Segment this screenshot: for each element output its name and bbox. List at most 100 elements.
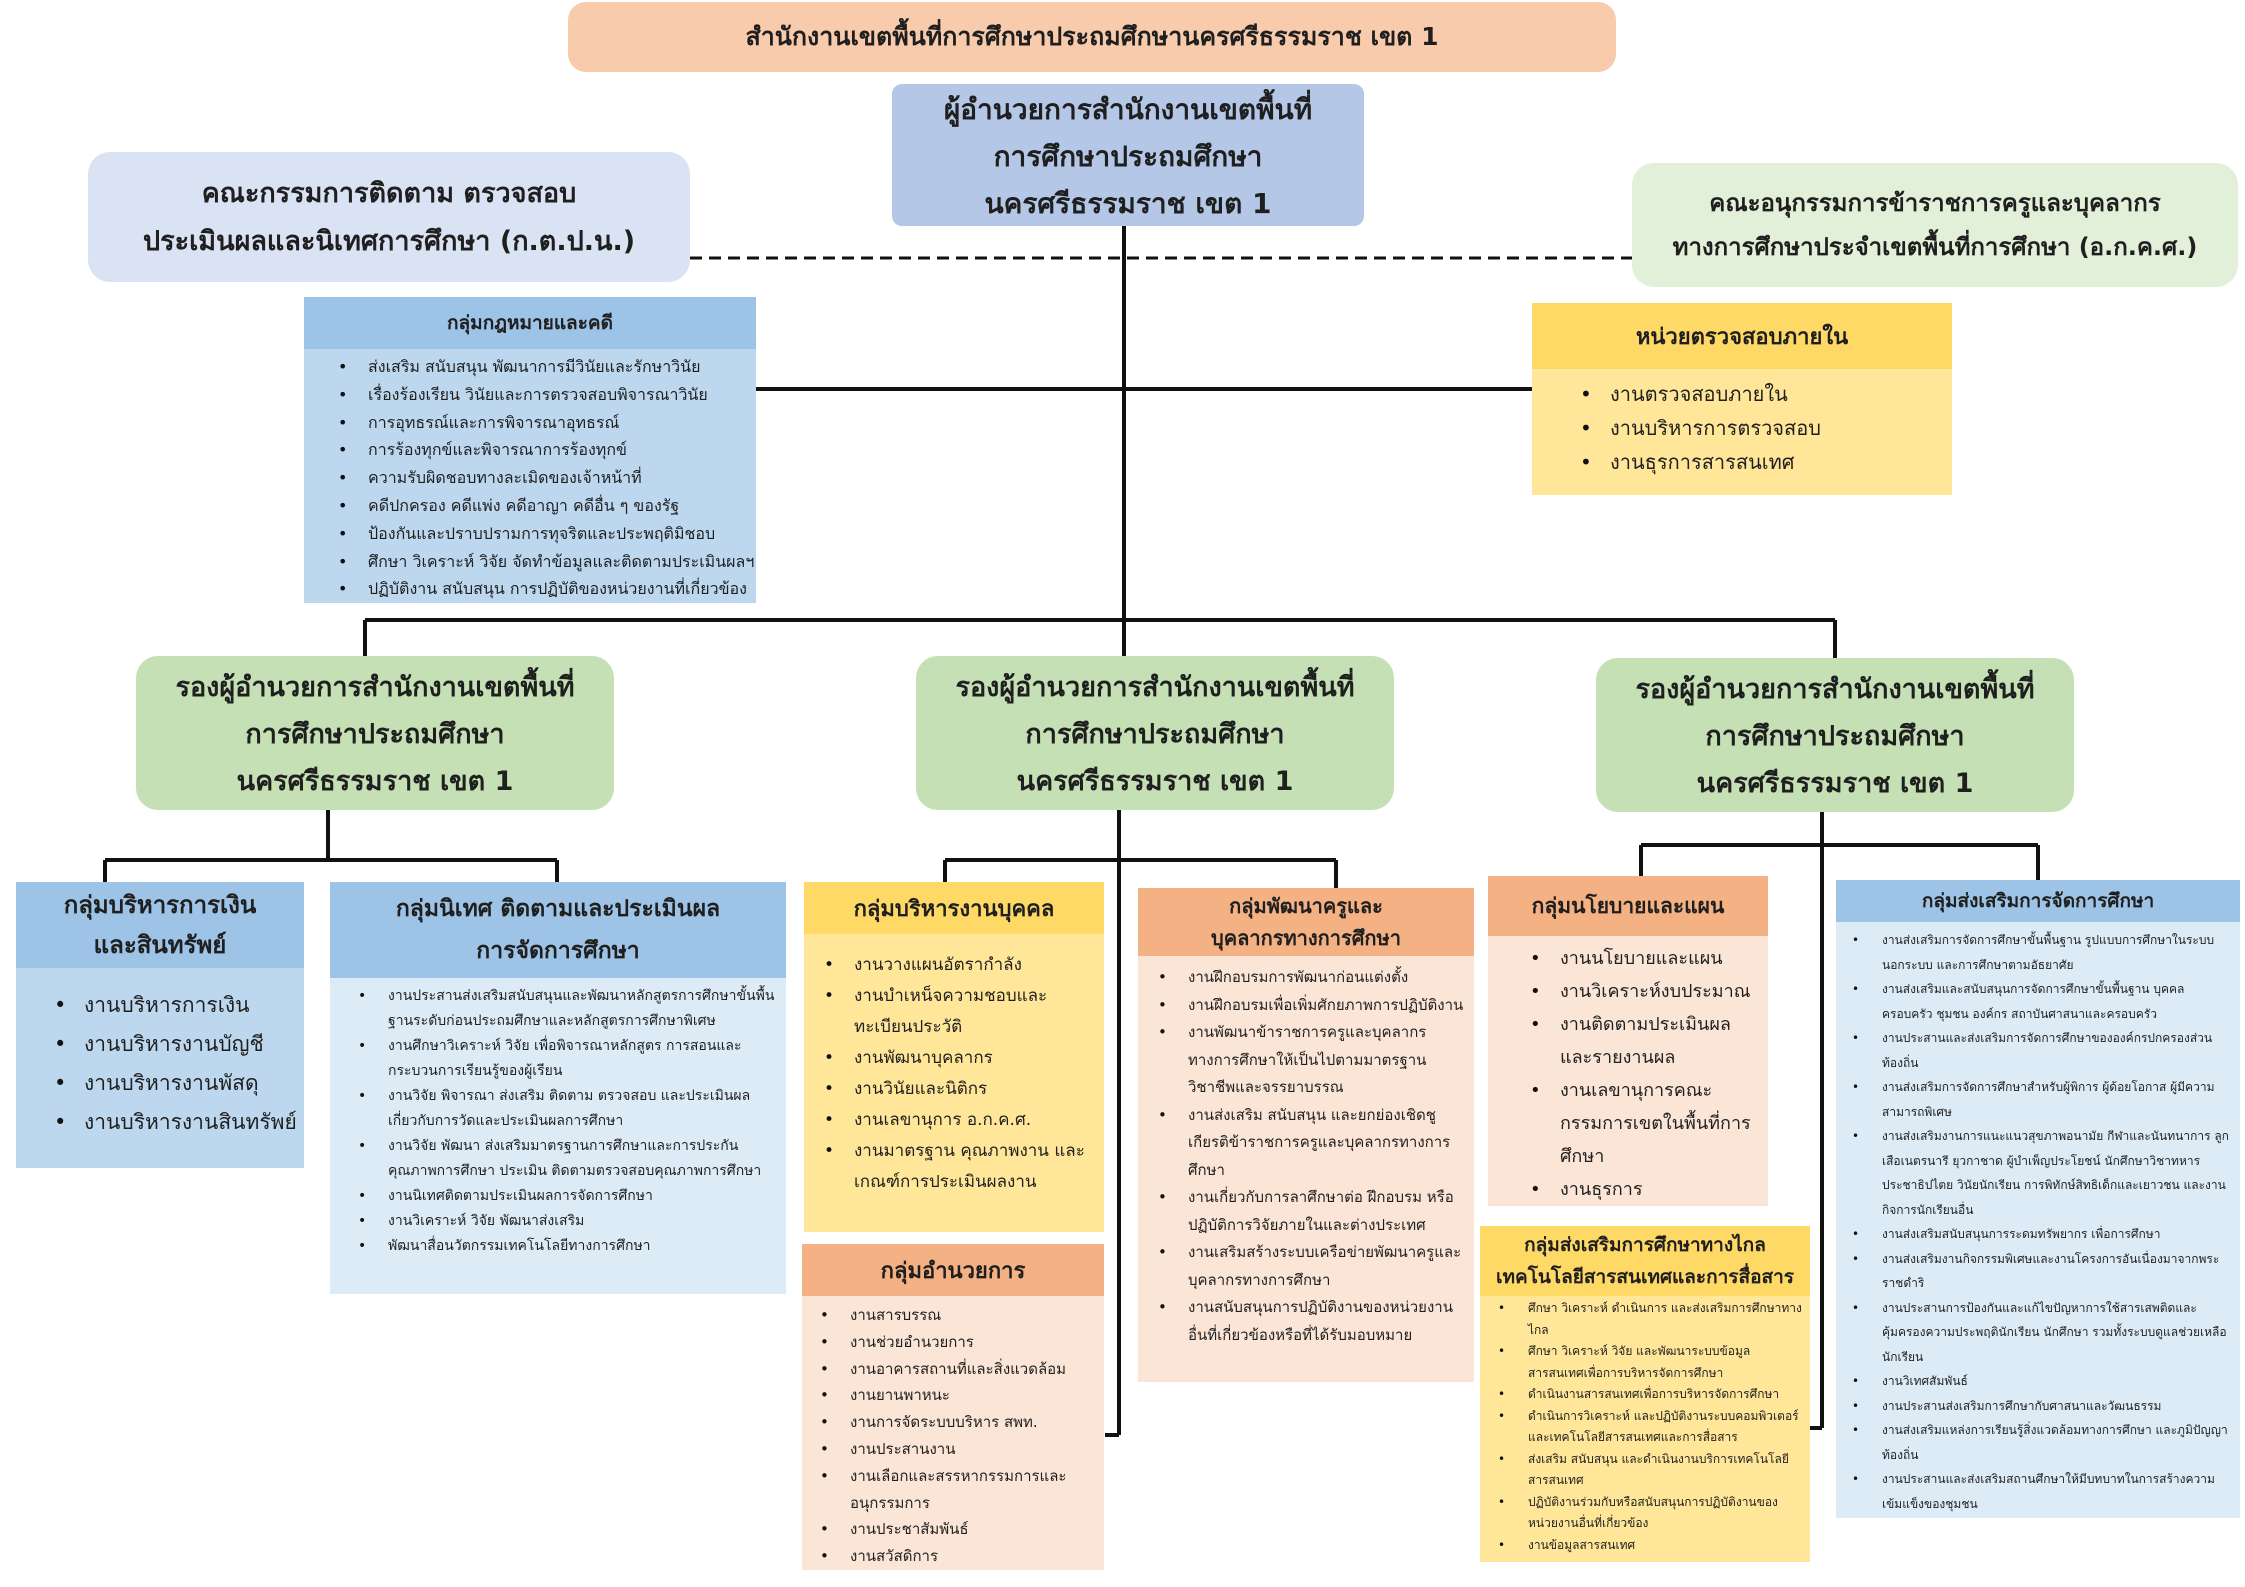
list-item: งานวิจัย พัฒนา ส่งเสริมมาตรฐานการศึกษาแล… <box>358 1134 776 1184</box>
deputy-line: การศึกษาประถมศึกษา <box>1705 721 1965 752</box>
personnel-group-list: งานวางแผนอัตรากำลัง งานบำเหน็จความชอบและ… <box>804 934 1104 1198</box>
supervision-group-title: การจัดการศึกษา <box>476 938 640 964</box>
teacher-development-title: กลุ่มพัฒนาครูและ <box>1229 894 1383 918</box>
promotion-group: กลุ่มส่งเสริมการจัดการศึกษา งานส่งเสริมก… <box>1836 880 2240 1518</box>
audit-unit-title: หน่วยตรวจสอบภายใน <box>1635 324 1849 350</box>
distance-ict-title: เทคโนโลยีสารสนเทศและการสื่อสาร <box>1496 1266 1794 1288</box>
supervision-group-list: งานประสานส่งเสริมสนับสนุนและพัฒนาหลักสูต… <box>330 978 786 1259</box>
list-item: การร้องทุกข์และพิจารณาการร้องทุกข์ <box>338 436 756 464</box>
policy-group-header: กลุ่มนโยบายและแผน <box>1488 876 1768 936</box>
list-item: งานยานพาหนะ <box>820 1382 1098 1409</box>
admin-group: กลุ่มอำนวยการ งานสารบรรณ งานช่วยอำนวยการ… <box>802 1244 1104 1570</box>
list-item: งานตรวจสอบภายใน <box>1580 377 1952 411</box>
page-title: สำนักงานเขตพื้นที่การศึกษาประถมศึกษานครศ… <box>568 2 1616 72</box>
list-item: งานพัฒนาบุคลากร <box>824 1043 1098 1074</box>
distance-ict-group: กลุ่มส่งเสริมการศึกษาทางไกล เทคโนโลยีสาร… <box>1480 1226 1810 1562</box>
finance-group-header: กลุ่มบริหารการเงิน และสินทรัพย์ <box>16 882 304 968</box>
list-item: งานเกี่ยวกับการลาศึกษาต่อ ฝึกอบรม หรือปฏ… <box>1158 1184 1466 1239</box>
deputy-line: นครศรีธรรมราช เขต 1 <box>1016 766 1294 797</box>
list-item: ความรับผิดชอบทางละเมิดของเจ้าหน้าที่ <box>338 464 756 492</box>
list-item: งานประสานและส่งเสริมการจัดการศึกษาขององค… <box>1852 1026 2232 1075</box>
list-item: งานเลขานุการ อ.ก.ค.ศ. <box>824 1105 1098 1136</box>
list-item: งานเลขานุการคณะกรรมการเขตในพื้นที่การศึก… <box>1530 1074 1762 1173</box>
policy-group: กลุ่มนโยบายและแผน งานนโยบายและแผน งานวิเ… <box>1488 876 1768 1206</box>
list-item: งานส่งเสริมและสนับสนุนการจัดการศึกษาขั้น… <box>1852 977 2232 1026</box>
distance-ict-title: กลุ่มส่งเสริมการศึกษาทางไกล <box>1524 1234 1766 1256</box>
committee-left-box: คณะกรรมการติดตาม ตรวจสอบ ประเมินผลและนิเ… <box>88 152 690 282</box>
list-item: งานธุรการสารสนเทศ <box>1580 445 1952 479</box>
distance-ict-list: ศึกษา วิเคราะห์ ดำเนินการ และส่งเสริมการ… <box>1480 1296 1810 1556</box>
list-item: เรื่องร้องเรียน วินัยและการตรวจสอบพิจารณ… <box>338 381 756 409</box>
promotion-group-title: กลุ่มส่งเสริมการจัดการศึกษา <box>1921 890 2155 912</box>
audit-unit-header: หน่วยตรวจสอบภายใน <box>1532 303 1952 369</box>
policy-group-list: งานนโยบายและแผน งานวิเคราะห์งบประมาณ งาน… <box>1488 936 1768 1206</box>
list-item: งานการจัดระบบบริหาร สพท. <box>820 1409 1098 1436</box>
list-item: งานประสานส่งเสริมการศึกษากับศาสนาและวัฒน… <box>1852 1394 2232 1419</box>
supervision-group: กลุ่มนิเทศ ติดตามและประเมินผล การจัดการศ… <box>330 882 786 1294</box>
deputy-line: รองผู้อำนวยการสำนักงานเขตพื้นที่ <box>955 672 1355 703</box>
audit-unit: หน่วยตรวจสอบภายใน งานตรวจสอบภายใน งานบริ… <box>1532 303 1952 495</box>
legal-group: กลุ่มกฎหมายและคดี ส่งเสริม สนับสนุน พัฒน… <box>304 297 756 603</box>
teacher-development-title: บุคลากรทางการศึกษา <box>1211 926 1401 950</box>
list-item: ดำเนินการวิเคราะห์ และปฏิบัติงานระบบคอมพ… <box>1498 1406 1804 1449</box>
list-item: งานวินัยและนิติกร <box>824 1074 1098 1105</box>
list-item: ศึกษา วิเคราะห์ ดำเนินการ และส่งเสริมการ… <box>1498 1298 1804 1341</box>
list-item: การอุทธรณ์และการพิจารณาอุทธรณ์ <box>338 409 756 437</box>
finance-group-list: งานบริหารการเงิน งานบริหารงานบัญชี งานบร… <box>16 968 304 1142</box>
list-item: งานส่งเสริมงานกิจกรรมพิเศษและงานโครงการอ… <box>1852 1247 2232 1296</box>
list-item: งานติดตามประเมินผลและรายงานผล <box>1530 1008 1762 1074</box>
list-item: ศึกษา วิเคราะห์ วิจัย จัดทำข้อมูลและติดต… <box>338 548 756 576</box>
deputy-line: การศึกษาประถมศึกษา <box>245 719 505 750</box>
list-item: ปฏิบัติงาน สนับสนุน การปฏิบัติของหน่วยงา… <box>338 575 756 603</box>
list-item: งานสวัสดิการ <box>820 1543 1098 1570</box>
list-item: พัฒนาสื่อนวัตกรรมเทคโนโลยีทางการศึกษา <box>358 1234 776 1259</box>
list-item: งานประชาสัมพันธ์ <box>820 1516 1098 1543</box>
promotion-group-list: งานส่งเสริมการจัดการศึกษาขั้นพื้นฐาน รูป… <box>1836 922 2240 1516</box>
committee-right-box: คณะอนุกรรมการข้าราชการครูและบุคลากร ทางก… <box>1632 163 2238 287</box>
legal-group-list: ส่งเสริม สนับสนุน พัฒนาการมีวินัยและรักษ… <box>304 349 756 603</box>
director-line: นครศรีธรรมราช เขต 1 <box>984 187 1272 220</box>
list-item: งานประสานการป้องกันและแก้ไขปัญหาการใช้สา… <box>1852 1296 2232 1370</box>
list-item: งานบริหารงานบัญชี <box>54 1025 304 1064</box>
teacher-development-list: งานฝึกอบรมการพัฒนาก่อนแต่งตั้ง งานฝึกอบร… <box>1138 956 1474 1349</box>
list-item: งานมาตรฐาน คุณภาพงาน และเกณฑ์การประเมินผ… <box>824 1136 1098 1198</box>
list-item: งานวิเทศสัมพันธ์ <box>1852 1369 2232 1394</box>
list-item: งานส่งเสริมงานการแนะแนวสุขภาพอนามัย กีฬา… <box>1852 1124 2232 1222</box>
list-item: งานประสานและส่งเสริมสถานศึกษาให้มีบทบาทใ… <box>1852 1467 2232 1516</box>
legal-group-title: กลุ่มกฎหมายและคดี <box>447 312 613 334</box>
list-item: งานส่งเสริม สนับสนุน และยกย่องเชิดชูเกีย… <box>1158 1102 1466 1185</box>
personnel-group-header: กลุ่มบริหารงานบุคคล <box>804 882 1104 934</box>
policy-group-title: กลุ่มนโยบายและแผน <box>1531 893 1725 918</box>
distance-ict-header: กลุ่มส่งเสริมการศึกษาทางไกล เทคโนโลยีสาร… <box>1480 1226 1810 1296</box>
deputy-box-2: รองผู้อำนวยการสำนักงานเขตพื้นที่ การศึกษ… <box>916 656 1394 810</box>
director-line: ผู้อำนวยการสำนักงานเขตพื้นที่ <box>943 93 1313 126</box>
list-item: งานบริหารงานสินทรัพย์ <box>54 1103 304 1142</box>
audit-unit-list: งานตรวจสอบภายใน งานบริหารการตรวจสอบ งานธ… <box>1532 369 1952 479</box>
list-item: งานเสริมสร้างระบบเครือข่ายพัฒนาครูและบุค… <box>1158 1239 1466 1294</box>
supervision-group-header: กลุ่มนิเทศ ติดตามและประเมินผล การจัดการศ… <box>330 882 786 978</box>
admin-group-header: กลุ่มอำนวยการ <box>802 1244 1104 1296</box>
admin-group-title: กลุ่มอำนวยการ <box>880 1258 1026 1284</box>
list-item: ส่งเสริม สนับสนุน พัฒนาการมีวินัยและรักษ… <box>338 353 756 381</box>
page-title-text: สำนักงานเขตพื้นที่การศึกษาประถมศึกษานครศ… <box>745 22 1439 51</box>
committee-right-line: ทางการศึกษาประจำเขตพื้นที่การศึกษา (อ.ก.… <box>1672 233 2198 261</box>
list-item: งานฝึกอบรมการพัฒนาก่อนแต่งตั้ง <box>1158 964 1466 992</box>
list-item: ส่งเสริม สนับสนุน และดำเนินงานบริการเทคโ… <box>1498 1449 1804 1492</box>
list-item: คดีปกครอง คดีแพ่ง คดีอาญา คดีอื่น ๆ ของร… <box>338 492 756 520</box>
list-item: งานส่งเสริมสนับสนุนการระดมทรัพยากร เพื่อ… <box>1852 1222 2232 1247</box>
list-item: งานนิเทศติดตามประเมินผลการจัดการศึกษา <box>358 1184 776 1209</box>
list-item: ป้องกันและปราบปรามการทุจริตและประพฤติมิช… <box>338 520 756 548</box>
supervision-group-title: กลุ่มนิเทศ ติดตามและประเมินผล <box>395 896 721 922</box>
list-item: งานบริหารการเงิน <box>54 986 304 1025</box>
list-item: งานเลือกและสรรหากรรมการและอนุกรรมการ <box>820 1463 1098 1517</box>
finance-group-title: กลุ่มบริหารการเงิน <box>63 891 257 919</box>
admin-group-list: งานสารบรรณ งานช่วยอำนวยการ งานอาคารสถานท… <box>802 1296 1104 1570</box>
list-item: งานสนับสนุนการปฏิบัติงานของหน่วยงานอื่นท… <box>1158 1294 1466 1349</box>
list-item: งานส่งเสริมการจัดการศึกษาขั้นพื้นฐาน รูป… <box>1852 928 2232 977</box>
deputy-line: รองผู้อำนวยการสำนักงานเขตพื้นที่ <box>175 672 575 703</box>
list-item: งานศึกษาวิเคราะห์ วิจัย เพื่อพิจารณาหลัก… <box>358 1034 776 1084</box>
list-item: ปฏิบัติงานร่วมกับหรือสนับสนุนการปฏิบัติง… <box>1498 1492 1804 1535</box>
list-item: งานวางแผนอัตรากำลัง <box>824 950 1098 981</box>
list-item: งานธุรการ <box>1530 1173 1762 1206</box>
